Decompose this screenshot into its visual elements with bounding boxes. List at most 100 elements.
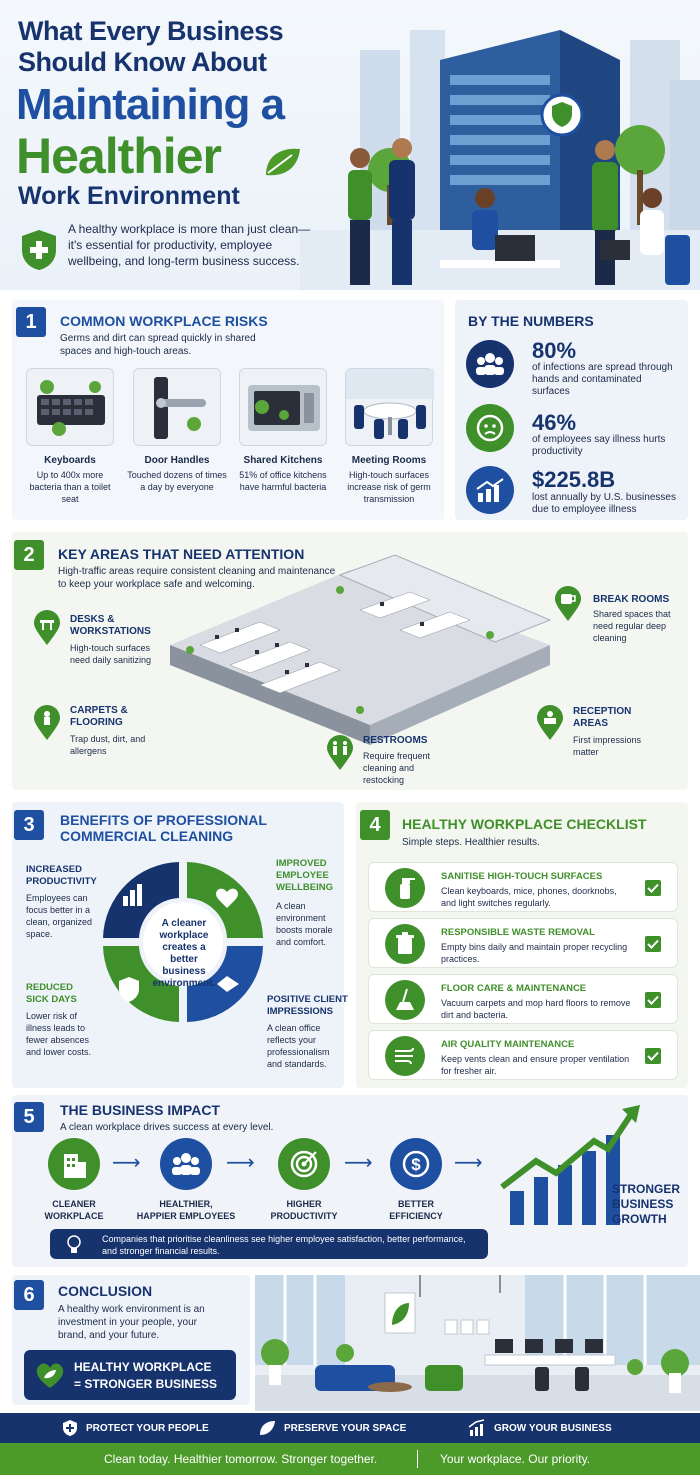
footer-item-grow: GROW YOUR BUSINESS	[494, 1423, 612, 1434]
office-floorplan-illustration	[170, 554, 552, 745]
risk-title-door-handles: Door Handles	[144, 455, 210, 466]
checklist-desc-3: Vacuum carpets and mop hard floors to re…	[441, 998, 631, 1020]
dollar-icon: $	[402, 1150, 430, 1178]
badge-line-1: HEALTHY WORKPLACE	[74, 1360, 212, 1374]
hero-intro: A healthy workplace is more than just cl…	[68, 222, 311, 268]
productivity-desc: Employees can focus better in a clean, o…	[26, 893, 93, 939]
areas-title: KEY AREAS THAT NEED ATTENTION	[58, 546, 305, 562]
footer-item-preserve: PRESERVE YOUR SPACE	[284, 1423, 407, 1434]
risk-title-kitchens: Shared Kitchens	[243, 455, 323, 466]
footer-tagline: Clean today. Healthier tomorrow. Stronge…	[104, 1452, 378, 1466]
client-title-1: POSITIVE CLIENT	[267, 994, 348, 1005]
arrow-right-icon: ⟶	[454, 1152, 483, 1174]
arrow-right-icon: ⟶	[112, 1152, 141, 1174]
hero-section: What Every Business Should Know About Ma…	[0, 0, 700, 290]
risk-title-keyboards: Keyboards	[44, 455, 96, 466]
reception-title-2: AREAS	[573, 718, 609, 729]
checklist-item-floor: FLOOR CARE & MAINTENANCE Vacuum carpets …	[368, 974, 678, 1024]
stat-circle-2	[466, 404, 514, 452]
keyboard-tile	[26, 368, 114, 446]
door-handle-tile	[133, 368, 221, 446]
break-room-pin-icon	[555, 586, 581, 621]
restrooms-title: RESTROOMS	[363, 735, 428, 746]
section-number-6: 6	[14, 1280, 44, 1310]
numbers-title: BY THE NUMBERS	[468, 313, 594, 329]
kitchen-tile	[239, 368, 327, 446]
wellbeing-desc: A clean environment boosts morale and co…	[276, 901, 333, 947]
risk-desc-meeting-rooms: High-touch surfaces increase risk of ger…	[347, 470, 431, 504]
step-healthier: HEALTHIER,HAPPIER EMPLOYEES	[136, 1199, 236, 1221]
desks-title-1: DESKS &	[70, 614, 115, 625]
lightbulb-icon	[67, 1235, 81, 1253]
restrooms-desc: Require frequent cleaning and restocking	[363, 751, 431, 785]
stat-circle-3	[466, 466, 514, 514]
stat-desc-1: of infections are spread through hands a…	[532, 362, 673, 397]
growth-bars-icon	[500, 1105, 640, 1225]
sick-face-icon	[476, 414, 504, 442]
arrow-right-icon: ⟶	[226, 1152, 255, 1174]
checkmark-icon	[645, 992, 661, 1008]
desk-pin-icon	[34, 610, 60, 645]
risk-title-meeting-rooms: Meeting Rooms	[351, 455, 427, 466]
svg-text:$: $	[411, 1155, 421, 1174]
impact-note: Companies that prioritise cleanliness se…	[102, 1234, 466, 1256]
efficiency-circle: $	[390, 1138, 442, 1190]
desks-desc: High-touch surfaces need daily sanitizin…	[70, 643, 152, 665]
conclusion-title: CONCLUSION	[58, 1283, 153, 1299]
client-desc: A clean office reflects your professiona…	[267, 1023, 330, 1069]
stat-value-1: 80%	[532, 338, 577, 363]
headline-line-3: Maintaining a	[16, 80, 285, 129]
checklist-item-sanitise: SANITISE HIGH-TOUCH SURFACES Clean keybo…	[368, 862, 678, 912]
carpets-desc: Trap dust, dirt, and allergens	[70, 734, 146, 756]
sick-days-title-2: SICK DAYS	[26, 994, 77, 1005]
checklist-title-3: FLOOR CARE & MAINTENANCE	[441, 983, 587, 994]
section-number-5: 5	[14, 1102, 44, 1132]
microwave-icon	[248, 385, 320, 431]
headline-line-4: Healthier	[16, 128, 222, 184]
client-title-2: IMPRESSIONS	[267, 1006, 333, 1017]
checklist-desc-1: Clean keyboards, mice, phones, doorknobs…	[441, 886, 617, 908]
break-rooms-title: BREAK ROOMS	[593, 594, 670, 605]
stat-desc-3: lost annually by U.S. businesses due to …	[532, 492, 676, 515]
benefits-title-2: COMMERCIAL CLEANING	[60, 828, 234, 844]
footer-priority: Your workplace. Our priority.	[440, 1452, 591, 1466]
risk-desc-keyboards: Up to 400x more bacteria than a toilet s…	[29, 470, 111, 504]
people-icon	[172, 1153, 200, 1175]
leaf-icon	[260, 1421, 275, 1435]
people-icon	[476, 353, 504, 375]
sick-days-desc: Lower risk of illness leads to fewer abs…	[26, 1011, 92, 1057]
conclusion-text: A healthy work environment is an investm…	[58, 1304, 205, 1341]
carpets-title-1: CARPETS &	[70, 705, 128, 716]
headline-line-2: Should Know About	[18, 47, 267, 77]
air-flow-icon	[385, 1036, 425, 1076]
stat-desc-2: of employees say illness hurts productiv…	[532, 434, 666, 457]
office-interior-illustration	[255, 1275, 700, 1411]
risk-desc-door-handles: Touched dozens of times a day by everyon…	[127, 470, 227, 492]
footer-divider	[417, 1450, 418, 1468]
footer-values-bar: PROTECT YOUR PEOPLE PRESERVE YOUR SPACE …	[0, 1413, 700, 1443]
benefits-wheel	[103, 862, 263, 1022]
checklist-desc-2: Empty bins daily and maintain proper rec…	[441, 942, 628, 964]
footer-item-protect: PROTECT YOUR PEOPLE	[86, 1423, 209, 1434]
footer-tagline-bar: Clean today. Healthier tomorrow. Stronge…	[0, 1443, 700, 1475]
sick-days-title-1: REDUCED	[26, 982, 73, 993]
risk-desc-kitchens: 51% of office kitchens have harmful bact…	[239, 470, 327, 492]
checklist-title: HEALTHY WORKPLACE CHECKLIST	[402, 816, 647, 832]
checkmark-icon	[645, 1048, 661, 1064]
section-number-1: 1	[16, 307, 46, 337]
wellbeing-title-1: IMPROVED	[276, 858, 327, 869]
shield-icon	[63, 1420, 77, 1436]
break-rooms-desc: Shared spaces that need regular deep cle…	[593, 609, 671, 643]
stat-circle-1	[466, 340, 514, 388]
growth-chart-icon	[468, 1419, 485, 1436]
productivity-title-2: PRODUCTIVITY	[26, 876, 97, 887]
arrow-right-icon: ⟶	[344, 1152, 373, 1174]
stat-value-3: $225.8B	[532, 467, 616, 492]
trash-bin-icon	[385, 924, 425, 964]
productivity-circle	[278, 1138, 330, 1190]
growth-chart-icon	[476, 478, 504, 502]
section-number-2: 2	[14, 540, 44, 570]
restroom-pin-icon	[327, 735, 353, 770]
leaf-icon	[266, 148, 300, 176]
